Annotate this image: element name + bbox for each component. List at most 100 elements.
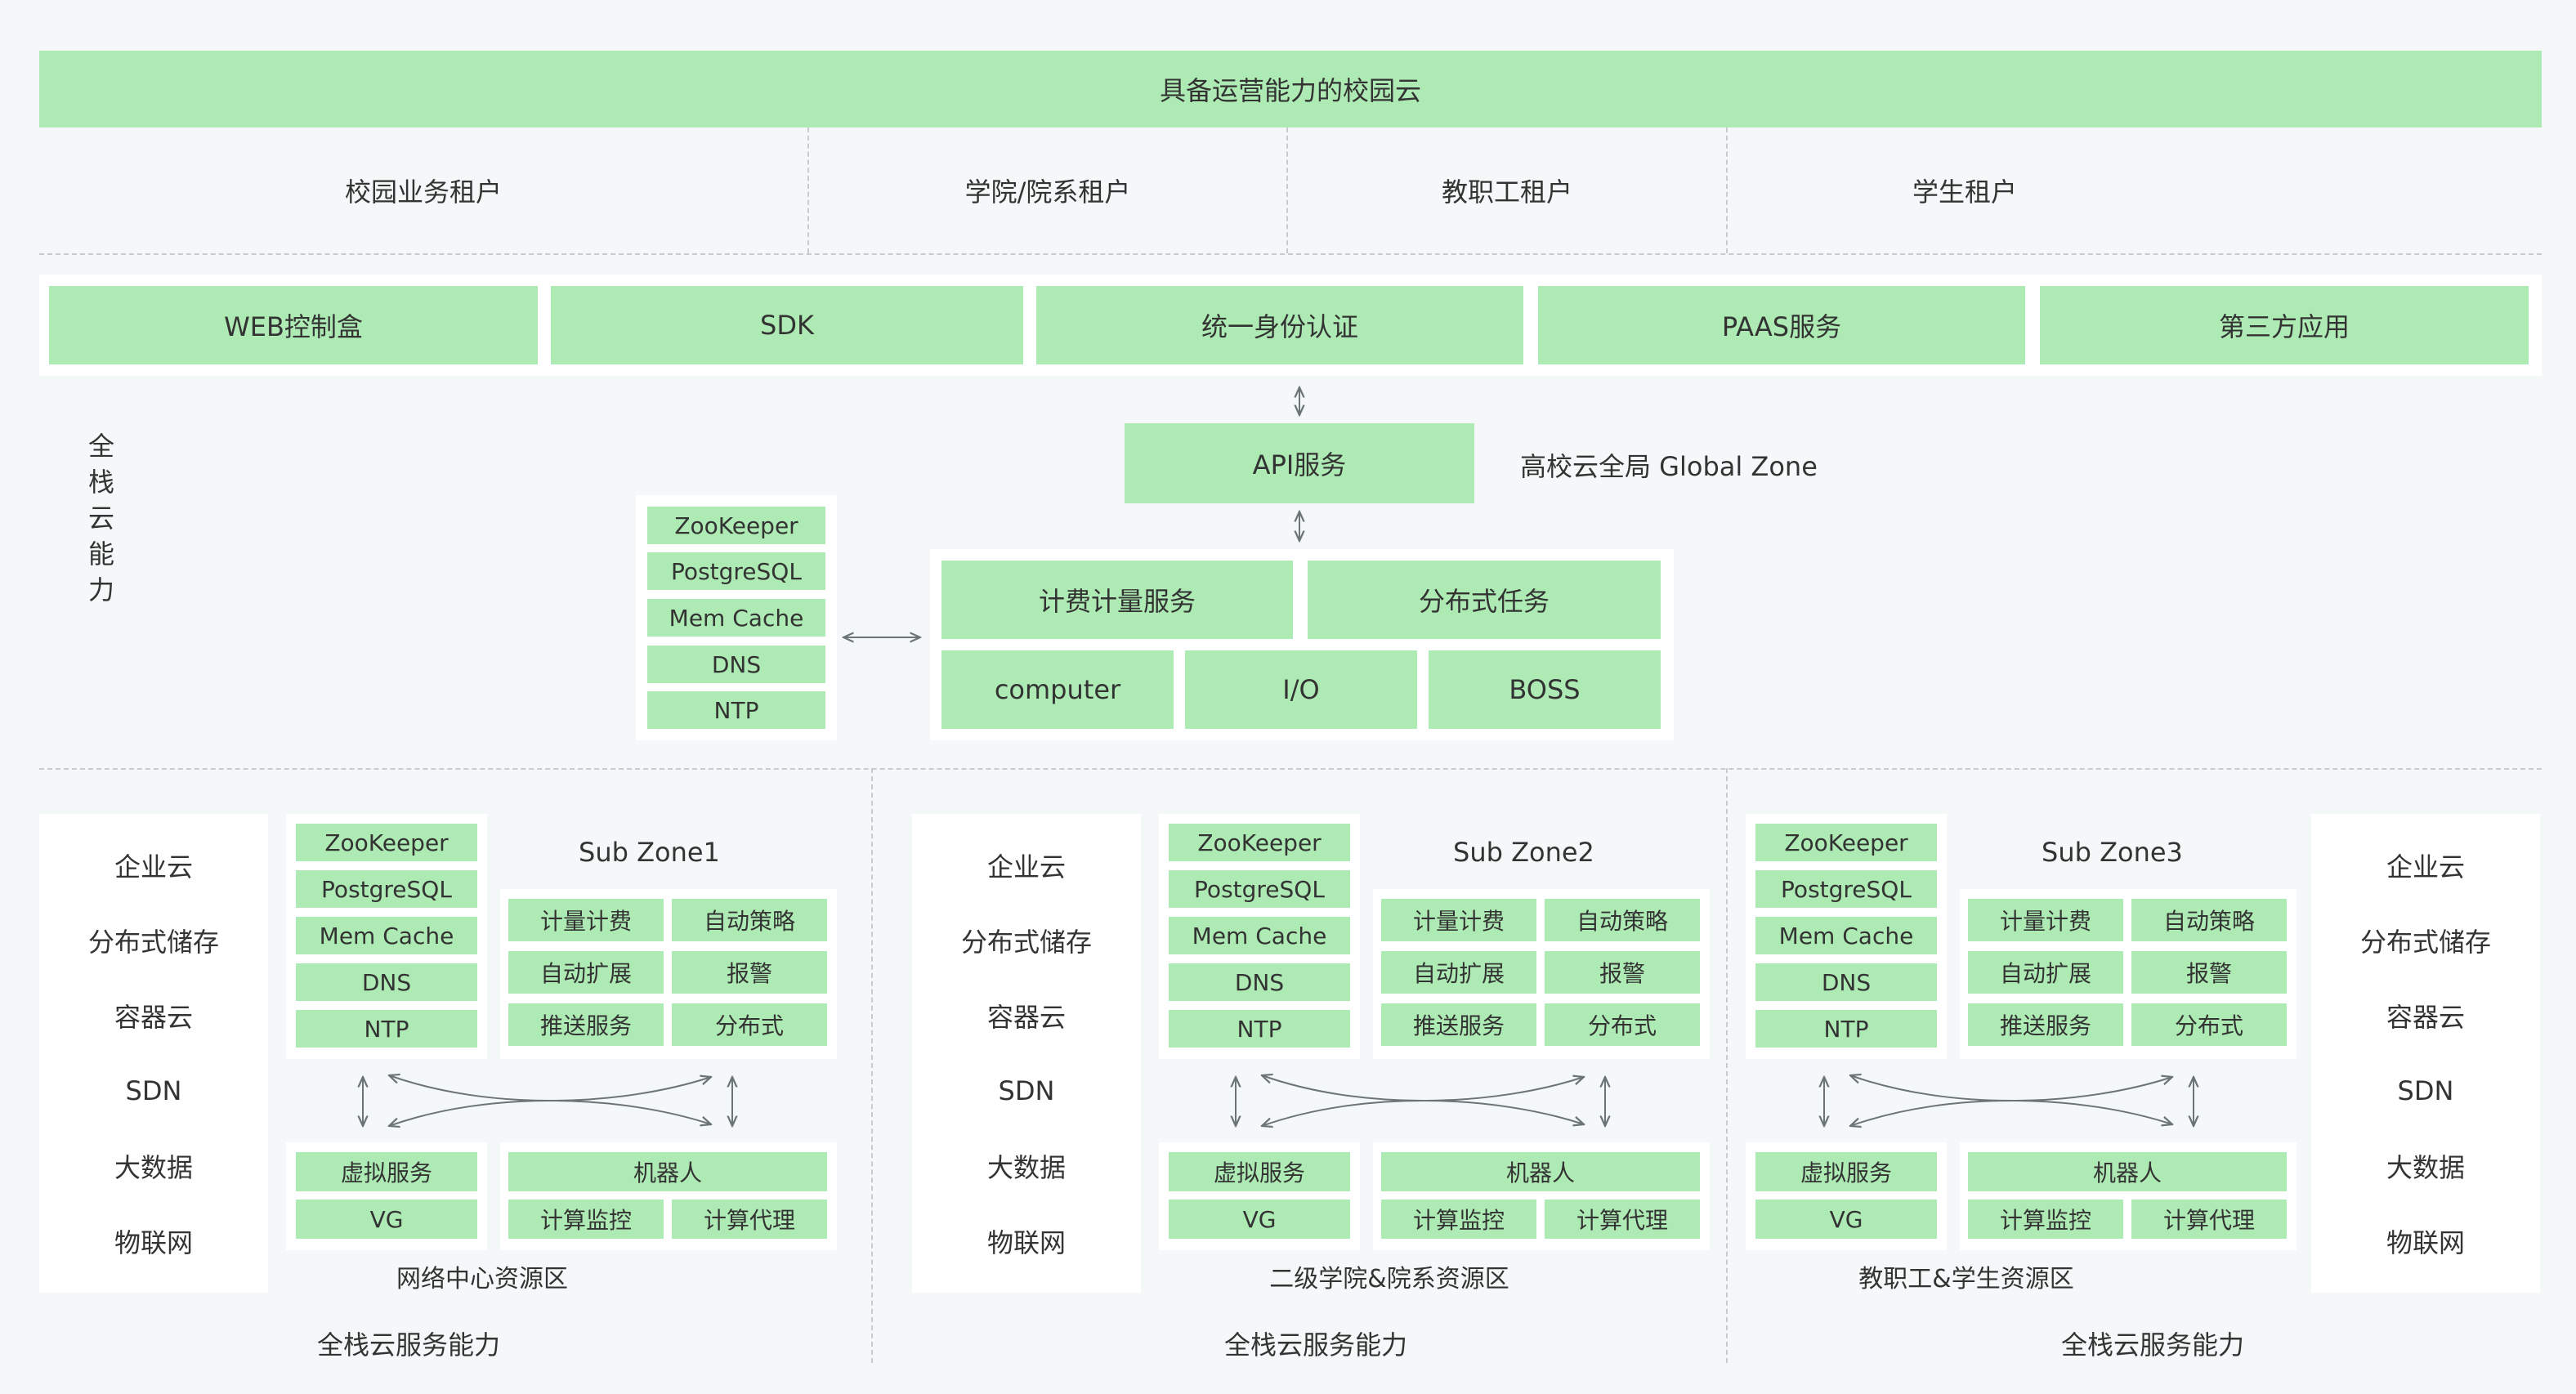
postgresql-box: PostgreSQL	[296, 870, 477, 908]
services-panel-zone1: 计量计费 自动策略 自动扩展 报警 推送服务 分布式	[500, 889, 837, 1059]
service-box: 计量计费	[1381, 899, 1536, 941]
global-infra-panel: ZooKeeper PostgreSQL Mem Cache DNS NTP	[636, 495, 837, 740]
memcache-box: Mem Cache	[296, 917, 477, 954]
service-box: 推送服务	[508, 1003, 664, 1046]
subzone-title: Sub Zone3	[2042, 837, 2183, 868]
capability-item: SDN	[2397, 1075, 2454, 1106]
service-box: 自动策略	[2131, 899, 2287, 941]
tenant-divider	[1726, 127, 1728, 253]
vg-box: VG	[1169, 1200, 1350, 1239]
capability-item: SDN	[998, 1075, 1055, 1106]
services-panel-zone2: 计量计费 自动策略 自动扩展 报警 推送服务 分布式	[1373, 889, 1710, 1059]
api-service-box: API服务	[1125, 423, 1474, 503]
memcache-box: Mem Cache	[1755, 917, 1937, 954]
compute-agent-box: 计算代理	[1545, 1200, 1700, 1239]
capability-item: 分布式储存	[960, 927, 1092, 958]
virtual-service-box: 虚拟服务	[296, 1152, 477, 1191]
zookeeper-box: ZooKeeper	[1755, 824, 1937, 861]
sdk-box: SDK	[551, 286, 1023, 364]
service-box: 自动策略	[1545, 899, 1700, 941]
dns-box: DNS	[1169, 963, 1350, 1001]
vg-box: VG	[296, 1200, 477, 1239]
tenant-row: 校园业务租户 学院/院系租户 教职工租户 学生租户	[39, 127, 2542, 253]
capability-item: 物联网	[2386, 1227, 2465, 1258]
subzone-title: Sub Zone2	[1453, 837, 1594, 868]
tenant-college: 学院/院系租户	[964, 176, 1131, 208]
capability-item: 容器云	[2386, 1002, 2465, 1033]
robot-box: 机器人	[1381, 1152, 1700, 1191]
capability-item: 容器云	[114, 1002, 193, 1033]
virtual-panel-zone1: 虚拟服务 VG	[286, 1142, 487, 1250]
compute-monitor-box: 计算监控	[1381, 1200, 1536, 1239]
virtual-service-box: 虚拟服务	[1169, 1152, 1350, 1191]
robot-panel-zone1: 机器人 计算监控 计算代理	[500, 1142, 837, 1250]
service-box: 报警	[2131, 951, 2287, 994]
zone3-connectors	[1824, 1075, 2194, 1126]
capability-item: 物联网	[986, 1227, 1066, 1258]
virtual-service-box: 虚拟服务	[1755, 1152, 1937, 1191]
third-party-app-box: 第三方应用	[2040, 286, 2529, 364]
zone-name: 教职工&学生资源区	[1858, 1265, 2074, 1293]
dns-box: DNS	[1755, 963, 1937, 1001]
tenant-divider	[1286, 127, 1288, 253]
service-box: 自动扩展	[1381, 951, 1536, 994]
capability-item: 容器云	[986, 1002, 1066, 1033]
billing-service-box: 计费计量服务	[941, 561, 1293, 639]
full-stack-side-label: 全栈云能力	[87, 431, 114, 605]
section-divider	[39, 253, 2542, 255]
zone-footer: 全栈云服务能力	[316, 1329, 500, 1360]
dns-box: DNS	[296, 963, 477, 1001]
subzone-divider	[871, 768, 873, 1363]
infra-panel-zone2: ZooKeeper PostgreSQL Mem Cache DNS NTP	[1159, 814, 1360, 1059]
capability-item: 大数据	[114, 1152, 193, 1183]
robot-panel-zone2: 机器人 计算监控 计算代理	[1373, 1142, 1710, 1250]
service-box: 分布式	[2131, 1003, 2287, 1046]
ntp-box: NTP	[296, 1010, 477, 1048]
virtual-panel-zone3: 虚拟服务 VG	[1746, 1142, 1947, 1250]
ntp-box: NTP	[1169, 1010, 1350, 1048]
virtual-panel-zone2: 虚拟服务 VG	[1159, 1142, 1360, 1250]
zone2-connectors	[1236, 1075, 1605, 1126]
capability-list-zone1: 企业云 分布式储存 容器云 SDN 大数据 物联网	[39, 814, 268, 1293]
zone-footer: 全栈云服务能力	[1223, 1329, 1407, 1360]
zone-name: 网络中心资源区	[396, 1265, 568, 1293]
compute-agent-box: 计算代理	[672, 1200, 827, 1239]
dns-box: DNS	[647, 646, 825, 683]
zone-footer: 全栈云服务能力	[2060, 1329, 2244, 1360]
capability-item: SDN	[125, 1075, 182, 1106]
service-box: 自动策略	[672, 899, 827, 941]
capability-item: 企业云	[986, 851, 1066, 882]
services-panel-zone3: 计量计费 自动策略 自动扩展 报警 推送服务 分布式	[1960, 889, 2296, 1059]
service-box: 报警	[1545, 951, 1700, 994]
zone1-connectors	[363, 1075, 732, 1126]
capability-item: 物联网	[114, 1227, 193, 1258]
io-box: I/O	[1185, 650, 1417, 729]
paas-service-box: PAAS服务	[1538, 286, 2025, 364]
postgresql-box: PostgreSQL	[1755, 870, 1937, 908]
zone-name: 二级学院&院系资源区	[1269, 1265, 1509, 1293]
compute-monitor-box: 计算监控	[1968, 1200, 2123, 1239]
access-layer: WEB控制盒 SDK 统一身份认证 PAAS服务 第三方应用	[39, 275, 2542, 376]
ntp-box: NTP	[1755, 1010, 1937, 1048]
web-console-box: WEB控制盒	[49, 286, 538, 364]
tenant-divider	[807, 127, 809, 253]
section-divider	[39, 768, 2542, 770]
capability-item: 企业云	[2386, 851, 2465, 882]
service-box: 报警	[672, 951, 827, 994]
infra-panel-zone3: ZooKeeper PostgreSQL Mem Cache DNS NTP	[1746, 814, 1947, 1059]
capability-item: 企业云	[114, 851, 193, 882]
service-box: 自动扩展	[508, 951, 664, 994]
distributed-task-box: 分布式任务	[1308, 561, 1661, 639]
compute-monitor-box: 计算监控	[508, 1200, 664, 1239]
service-box: 推送服务	[1381, 1003, 1536, 1046]
zookeeper-box: ZooKeeper	[296, 824, 477, 861]
tenant-student: 学生租户	[1912, 176, 2017, 208]
ntp-box: NTP	[647, 691, 825, 729]
zookeeper-box: ZooKeeper	[647, 507, 825, 544]
zookeeper-box: ZooKeeper	[1169, 824, 1350, 861]
computer-box: computer	[941, 650, 1174, 729]
boss-box: BOSS	[1429, 650, 1661, 729]
vg-box: VG	[1755, 1200, 1937, 1239]
capability-item: 分布式储存	[2359, 927, 2491, 958]
